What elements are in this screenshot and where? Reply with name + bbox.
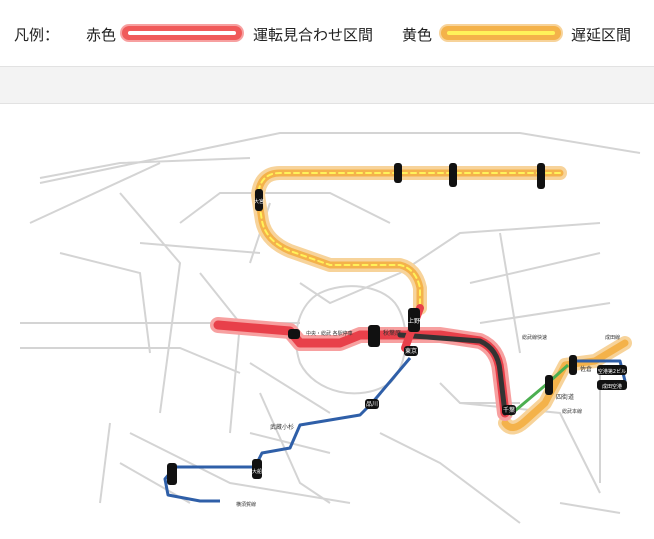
line-notes: 総武線快速 総武本線 成田線 横須賀線 中央・総武 各駅停車 — [236, 330, 620, 508]
label-tokyo: 東京 — [405, 347, 417, 355]
legend-title: 凡例： — [14, 26, 60, 44]
legend-red-meaning: 運転見合わせ区間 — [253, 26, 374, 44]
note-sobu-main: 総武本線 — [562, 408, 582, 415]
note-chuo-sobu: 中央・総武 各駅停車 — [306, 330, 353, 337]
label-sakura: 佐倉 — [580, 365, 592, 373]
label-chiba: 千葉 — [503, 406, 515, 414]
base-network — [20, 132, 641, 524]
label-ofuna: 大船 — [252, 468, 262, 475]
legend-bar: 凡例： 赤色 運転見合わせ区間 黄色 遅延区間 — [0, 0, 654, 66]
note-sobu-rapid: 総武線快速 — [522, 334, 547, 341]
legend-yellow-label: 黄色 — [402, 26, 433, 44]
label-narita-airport: 成田空港 — [602, 383, 622, 390]
legend-red-swatch — [122, 26, 242, 40]
label-airport-t2: 空港第2ビル — [598, 368, 626, 375]
label-yotsukaido: 四街道 — [556, 393, 574, 401]
label-omiya: 大宮 — [254, 198, 264, 205]
legend-red-label: 赤色 — [86, 26, 117, 44]
route-map-svg: 東京 上野 秋葉原 千葉 品川 武蔵小杉 大船 大宮 四街道 佐倉 空港第2ビル… — [20, 132, 641, 524]
label-ueno: 上野 — [408, 317, 420, 325]
label-shinagawa: 品川 — [366, 401, 378, 408]
separator-band — [0, 66, 654, 104]
delay-section — [251, 166, 567, 315]
station-markers — [167, 163, 627, 485]
legend-yellow-swatch — [441, 26, 561, 40]
note-narita: 成田線 — [605, 334, 620, 341]
station-labels: 東京 上野 秋葉原 千葉 品川 武蔵小杉 大船 大宮 四街道 佐倉 空港第2ビル… — [252, 198, 626, 475]
legend-yellow-meaning: 遅延区間 — [571, 26, 632, 44]
note-yokosuka: 横須賀線 — [236, 501, 256, 508]
delay-section-east — [498, 336, 632, 435]
label-musashikosugi: 武蔵小杉 — [270, 423, 294, 431]
route-map[interactable]: 東京 上野 秋葉原 千葉 品川 武蔵小杉 大船 大宮 四街道 佐倉 空港第2ビル… — [0, 103, 654, 535]
label-akihabara: 秋葉原 — [383, 329, 401, 337]
